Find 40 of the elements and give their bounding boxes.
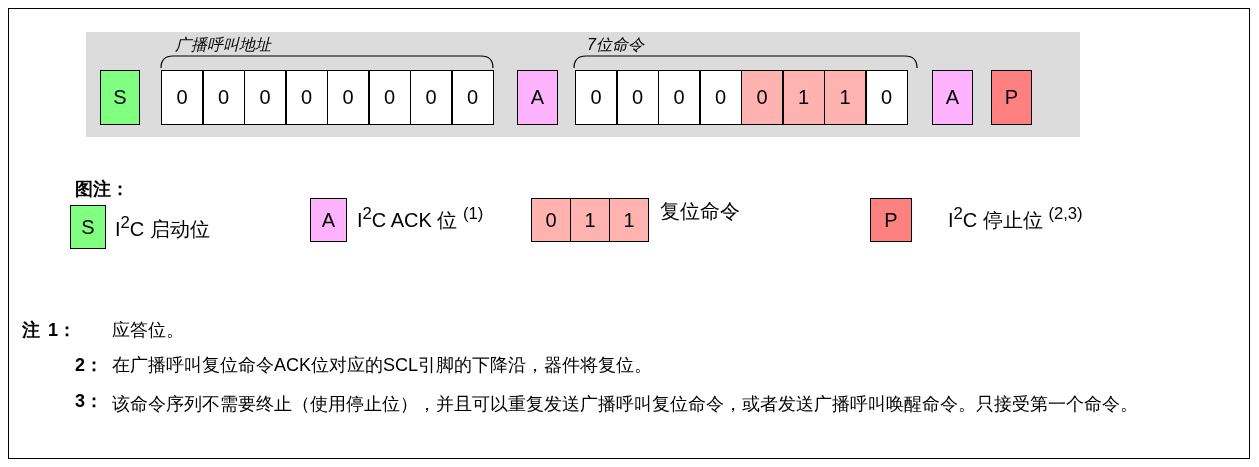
bit-cell: A [517,70,558,125]
brace-label: 7位命令 [587,35,644,55]
legend-text: 复位命令 [660,199,740,224]
bit-cell: 0 [202,70,245,125]
brace-label: 广播呼叫地址 [175,35,271,55]
bit-cell: 0 [658,70,700,125]
bit-cell: A [932,70,973,125]
legend-text: I$^{2}$C 停止位 $^{(2,3)}$ [948,204,1083,233]
legend-heading: 图注： [75,178,129,201]
bit-cell: 0 [285,70,328,125]
bit-cell: 0 [161,70,203,125]
bit-cell: 0 [410,70,452,125]
bit-cell: 0 [451,70,494,125]
bit-cell: 1 [824,70,866,125]
bit-cell: 1 [782,70,825,125]
note-text: 在广播呼叫复位命令ACK位对应的SCL引脚的下降沿，器件将复位。 [112,354,653,377]
note-number: 2： [75,354,103,377]
legend-swatch: 0 [531,198,571,242]
bit-cell: 0 [368,70,411,125]
note-number: 1： [48,319,76,342]
legend-swatch: 1 [570,198,610,242]
legend-swatch: P [870,198,912,242]
bit-cell: 0 [699,70,742,125]
legend-swatch: 1 [609,198,649,242]
note-text: 应答位。 [112,319,184,342]
bit-cell: 0 [616,70,659,125]
bit-cell: S [100,70,140,125]
bit-cell: 0 [244,70,286,125]
note-marker: 注 [22,319,40,342]
legend-swatch: S [70,205,106,249]
legend-swatch: A [310,198,347,242]
bit-cell: 0 [575,70,617,125]
note-number: 3： [75,390,103,413]
bit-cell: 0 [741,70,783,125]
note-text: 该命令序列不需要终止（使用停止位），并且可以重复发送广播呼叫复位命令，或者发送广播呼叫唤醒命令。只接受第一个命令。 [112,393,1139,416]
legend-text: I$^{2}$C 启动位 [115,213,210,242]
bit-cell: P [991,70,1032,125]
bit-cell: 0 [865,70,908,125]
bit-cell: 0 [327,70,369,125]
legend-text: I$^{2}$C ACK 位 $^{(1)}$ [357,204,484,233]
